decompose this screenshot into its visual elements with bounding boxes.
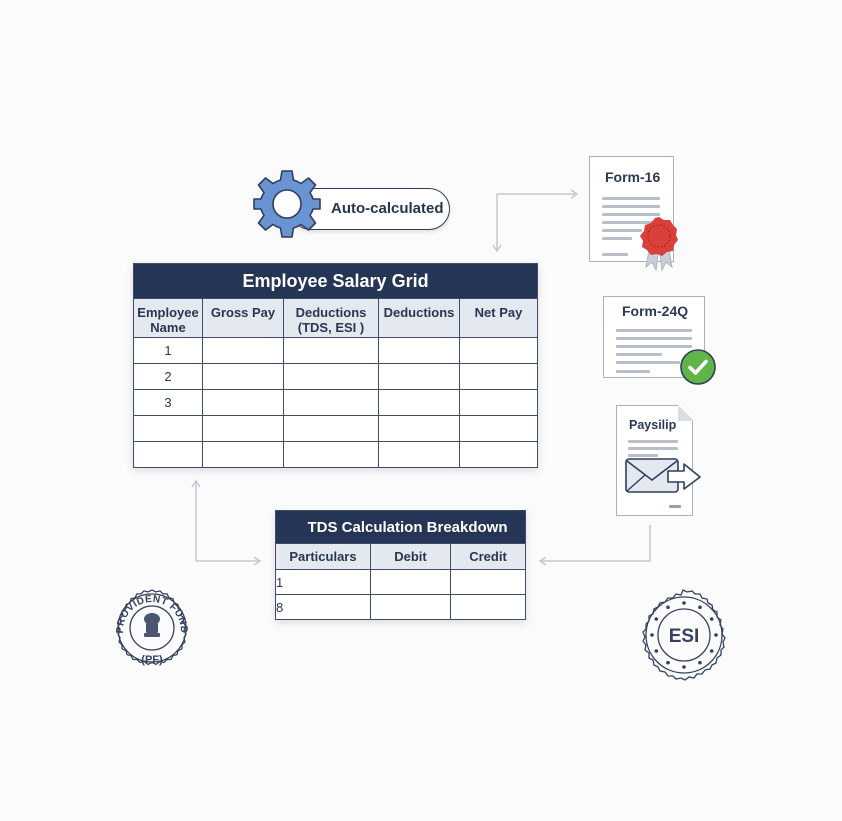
col-header-gross-pay: Gross Pay — [202, 298, 284, 338]
salary-grid-title: Employee Salary Grid — [132, 263, 539, 299]
text-line — [616, 345, 692, 348]
table-row: 1 — [275, 569, 527, 595]
wax-seal-icon — [640, 217, 678, 272]
provident-fund-seal: PROVIDENT FUND (PF) — [115, 589, 189, 666]
checkmark-icon — [680, 349, 716, 385]
text-line — [669, 505, 681, 508]
text-line — [616, 361, 680, 364]
cell[interactable] — [378, 415, 460, 442]
text-line — [628, 454, 658, 457]
cell[interactable] — [370, 594, 451, 620]
tds-breakdown-title: TDS Calculation Breakdown — [274, 510, 527, 544]
cell[interactable]: 2 — [133, 363, 203, 390]
table-row — [133, 415, 539, 442]
col-header-credit: Credit — [449, 543, 527, 570]
cell[interactable] — [202, 363, 284, 390]
tds-calculation-breakdown: TDS Calculation Breakdown Particulars De… — [274, 510, 527, 620]
text-line — [616, 353, 662, 356]
text-line — [628, 447, 678, 450]
cell[interactable] — [458, 389, 539, 416]
cell[interactable] — [283, 363, 379, 390]
esi-seal: ESI — [642, 589, 726, 681]
cell[interactable] — [378, 389, 460, 416]
cell[interactable] — [283, 415, 379, 442]
form-24q-document[interactable]: Form-24Q — [603, 296, 705, 378]
cell[interactable] — [202, 415, 284, 442]
cell[interactable] — [449, 569, 527, 595]
text-line — [616, 329, 692, 332]
table-row: 8 — [275, 594, 527, 620]
pf-seal-label: (PF) — [141, 654, 163, 666]
cell[interactable] — [449, 594, 527, 620]
auto-calculated-label: Auto-calculated — [331, 200, 444, 217]
page-fold — [677, 404, 694, 421]
cell[interactable] — [133, 441, 203, 468]
employee-salary-grid: Employee Salary Grid Employee Name Gross… — [132, 263, 539, 468]
cell[interactable]: 3 — [133, 389, 203, 416]
col-header-particulars: Particulars — [275, 543, 371, 570]
table-row: 3 — [133, 389, 539, 416]
tds-header-row: Particulars Debit Credit — [275, 543, 527, 570]
col-header-deductions: Deductions — [378, 298, 460, 338]
text-line — [602, 221, 660, 224]
cell[interactable] — [370, 569, 451, 595]
cell[interactable] — [458, 337, 539, 364]
envelope-send-icon — [625, 458, 701, 493]
cell[interactable] — [133, 415, 203, 442]
text-line — [602, 197, 660, 200]
table-row: 1 — [133, 337, 539, 364]
esi-seal-label: ESI — [669, 626, 700, 647]
text-line — [602, 237, 632, 240]
emblem-icon — [144, 613, 160, 637]
text-line — [602, 205, 660, 208]
cell[interactable] — [458, 415, 539, 442]
col-header-deductions-tds-esi: Deductions (TDS, ESI ) — [283, 298, 379, 338]
text-line — [602, 253, 628, 256]
cell[interactable] — [202, 441, 284, 468]
cell[interactable] — [378, 363, 460, 390]
text-line — [628, 440, 678, 443]
table-row — [133, 441, 539, 468]
cell[interactable] — [202, 337, 284, 364]
cell[interactable]: 1 — [275, 569, 371, 595]
salary-grid-header-row: Employee Name Gross Pay Deductions (TDS,… — [133, 298, 539, 338]
cell[interactable]: 8 — [275, 594, 371, 620]
form-16-title: Form-16 — [605, 169, 661, 185]
form-24q-title: Form-24Q — [622, 303, 689, 319]
text-line — [602, 229, 642, 232]
col-header-employee-name: Employee Name — [133, 298, 203, 338]
text-line — [602, 213, 660, 216]
seal-dots — [650, 601, 718, 669]
cell[interactable] — [283, 389, 379, 416]
col-header-debit: Debit — [370, 543, 451, 570]
cell[interactable] — [202, 389, 284, 416]
cell[interactable] — [283, 441, 379, 468]
cell[interactable]: 1 — [133, 337, 203, 364]
gear-icon — [253, 170, 321, 238]
cell[interactable] — [458, 441, 539, 468]
cell[interactable] — [283, 337, 379, 364]
cell[interactable] — [458, 363, 539, 390]
cell[interactable] — [378, 337, 460, 364]
cell[interactable] — [378, 441, 460, 468]
text-line — [616, 370, 650, 373]
text-line — [616, 337, 692, 340]
table-row: 2 — [133, 363, 539, 390]
col-header-net-pay: Net Pay — [458, 298, 539, 338]
payslip-title: Paysilip — [629, 418, 677, 432]
